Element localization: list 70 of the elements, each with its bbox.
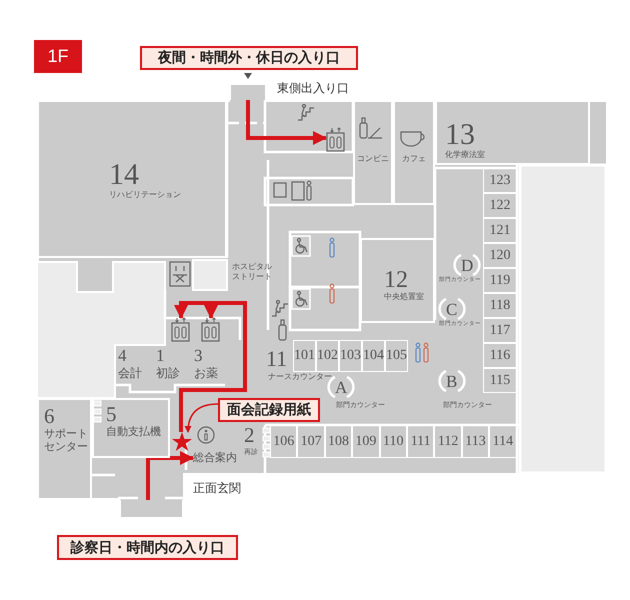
room-box: 120 — [483, 243, 517, 268]
elevator-icon — [326, 128, 345, 152]
room-box: 112 — [434, 425, 462, 458]
counter-letter: C — [446, 301, 458, 318]
room-name: リハビリテーション — [109, 190, 182, 200]
room-number: 13 — [445, 120, 475, 150]
room-box: 104 — [362, 340, 385, 372]
room-box: 115 — [483, 368, 517, 393]
room-box: 119 — [483, 268, 517, 293]
room-box: 105 — [385, 340, 408, 372]
room-name: お薬 — [194, 366, 219, 380]
room-number: 1 — [156, 347, 166, 364]
star-marker — [172, 432, 192, 452]
room-name: カフェ — [401, 154, 427, 164]
room-box: 121 — [483, 218, 517, 243]
room-box: 101 — [293, 340, 316, 372]
desk-label: 総合案内 — [193, 451, 237, 464]
room-number: 11 — [266, 348, 288, 370]
room-name: サポートセンター — [44, 427, 89, 454]
room-box: 110 — [380, 425, 407, 458]
counter-letter: B — [446, 373, 458, 390]
room-name: 初診 — [156, 366, 181, 380]
room-box: 118 — [483, 293, 517, 318]
room-number: 2 — [244, 425, 256, 446]
room-box: 117 — [483, 318, 517, 343]
room-box — [37, 398, 92, 500]
room-name: 自動支払機 — [106, 425, 162, 438]
room-number: 14 — [109, 160, 140, 190]
leader-line — [184, 403, 218, 433]
room-number: 12 — [384, 268, 408, 292]
room-box: 123 — [483, 168, 517, 193]
route-arrow — [246, 100, 327, 145]
callout-box: 夜間・時間外・休日の入り口 — [140, 46, 358, 70]
counter-letter: D — [461, 257, 474, 274]
room-box — [353, 100, 393, 205]
room-name: 化学療法室 — [445, 150, 486, 160]
callout-box: 面会記録用紙 — [218, 398, 320, 422]
room-box: 102 — [316, 340, 339, 372]
floor-badge: 1F — [34, 40, 82, 73]
room-box: 113 — [462, 425, 490, 458]
entrance-label: 正面玄関 — [193, 481, 241, 496]
room-name: 会計 — [118, 366, 143, 380]
room-box: 109 — [352, 425, 380, 458]
room-name: 中央処置室 — [384, 292, 425, 302]
room-number: 5 — [106, 404, 118, 425]
room-box — [37, 100, 227, 258]
room-name: コンビニ — [356, 154, 390, 164]
area-label: ホスピタルストリート — [232, 262, 273, 282]
elevator-icon — [201, 318, 220, 342]
room-name: ナースカウンター — [268, 372, 332, 382]
room-box: 122 — [483, 193, 517, 218]
room-number: 4 — [118, 347, 128, 364]
room-box — [435, 100, 590, 165]
room-box: 107 — [297, 425, 325, 458]
elevator-icon — [171, 318, 190, 342]
room-box: 108 — [324, 425, 352, 458]
room-box — [360, 238, 435, 323]
room-box — [393, 100, 435, 205]
room-box: 114 — [489, 425, 517, 458]
room-number: 3 — [194, 347, 204, 364]
counter-letter: A — [335, 379, 348, 396]
room-box: 103 — [339, 340, 362, 372]
room-number: 6 — [44, 406, 56, 427]
room-box: 111 — [407, 425, 434, 458]
room-box: 106 — [270, 425, 298, 458]
room-box — [92, 398, 170, 458]
callout-box: 診察日・時間内の入り口 — [57, 535, 238, 560]
room-box: 116 — [483, 343, 517, 368]
entrance-label: 東側出入り口 — [277, 81, 349, 96]
route-arrow — [146, 451, 194, 500]
